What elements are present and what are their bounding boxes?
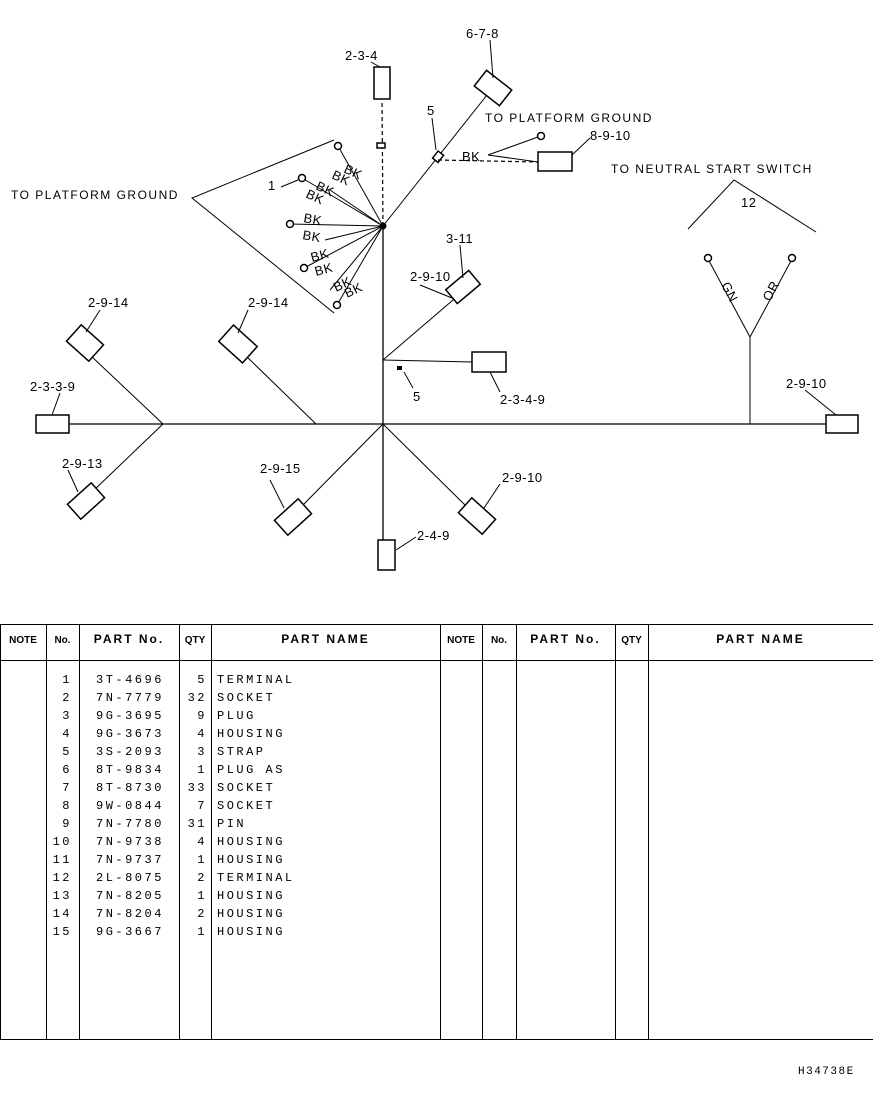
wire-label-bk: BK bbox=[301, 227, 322, 245]
callout-5-mid: 5 bbox=[413, 389, 421, 404]
header-no: No. bbox=[54, 635, 71, 646]
header-qty-2: QTY bbox=[621, 635, 642, 646]
callout-2-9-10-mid: 2-9-10 bbox=[410, 269, 451, 284]
wire-label-or: OR bbox=[759, 278, 782, 303]
platform-ground-left-bracket bbox=[191, 139, 335, 314]
note-platform-ground-left: TO PLATFORM GROUND bbox=[11, 188, 179, 202]
connector-2-9-15 bbox=[273, 497, 313, 537]
callout-2-9-13: 2-9-13 bbox=[62, 456, 103, 471]
connector-2-3-4-9 bbox=[471, 351, 507, 373]
callout-5-top: 5 bbox=[427, 103, 435, 118]
connector-2-3-3-9 bbox=[35, 414, 70, 434]
callout-12: 12 bbox=[741, 195, 756, 210]
connector-3-11 bbox=[444, 269, 482, 305]
neutral-terminal-left bbox=[703, 253, 713, 263]
header-note: NOTE bbox=[9, 635, 37, 646]
ground-terminal-bundle bbox=[285, 141, 387, 310]
connector-2-9-10-bottom bbox=[457, 496, 497, 536]
branch-2-9-14-left-wire bbox=[89, 354, 164, 425]
wire-gn bbox=[707, 258, 751, 338]
neutral-terminal-right bbox=[787, 253, 797, 263]
branch-3-11-wire bbox=[382, 293, 461, 361]
callout-6-7-8: 6-7-8 bbox=[466, 26, 499, 41]
wire-or bbox=[749, 258, 793, 338]
drawing-number: H34738E bbox=[798, 1066, 855, 1078]
strap-mark-upper bbox=[431, 149, 445, 164]
wiring-harness-diagram: 2-3-4 6-7-8 5 8-9-10 1 3-11 2-9-10 2-9-1… bbox=[11, 26, 859, 571]
wire-label-bk: BK bbox=[462, 149, 480, 164]
callout-8-9-10: 8-9-10 bbox=[590, 128, 631, 143]
connector-2-4-9 bbox=[377, 539, 396, 571]
header-part-name: PART NAME bbox=[281, 632, 370, 646]
connector-8-9-10 bbox=[537, 151, 573, 172]
callout-2-3-4-9: 2-3-4-9 bbox=[500, 392, 545, 407]
table-bottom-rule bbox=[0, 1039, 873, 1040]
callout-2-3-4-top: 2-3-4 bbox=[345, 48, 378, 63]
callout-2-9-15: 2-9-15 bbox=[260, 461, 301, 476]
connector-2-9-14-left bbox=[65, 323, 105, 363]
header-no-2: No. bbox=[490, 635, 508, 646]
callout-1: 1 bbox=[268, 178, 276, 193]
callout-2-3-3-9: 2-3-3-9 bbox=[30, 379, 75, 394]
wire-label-bk: BK bbox=[330, 167, 353, 188]
note-platform-ground-right: TO PLATFORM GROUND bbox=[485, 111, 653, 125]
callout-2-9-14-left: 2-9-14 bbox=[88, 295, 129, 310]
callout-2-9-10-right: 2-9-10 bbox=[786, 376, 827, 391]
wire-label-gn: GN bbox=[718, 279, 741, 304]
wire-label-bk: BK bbox=[342, 279, 365, 300]
wire-label-bk: BK bbox=[302, 210, 323, 228]
callout-2-4-9: 2-4-9 bbox=[417, 528, 450, 543]
branch-2-3-4-wire bbox=[381, 99, 384, 227]
header-qty: QTY bbox=[184, 635, 206, 646]
wire-color-labels: BK BK BK BK BK BK BK BK BK BK BK GN OR bbox=[301, 149, 782, 305]
header-part-no-2: PART No. bbox=[530, 632, 601, 646]
connector-6-7-8 bbox=[473, 69, 513, 107]
strap-mark-mid bbox=[397, 366, 402, 370]
wire-label-bk: BK bbox=[342, 161, 365, 182]
connector-2-3-4-top bbox=[373, 66, 391, 100]
parts-list-table: NOTE No. PART No. QTY PART NAME NOTE No.… bbox=[0, 624, 873, 1040]
branch-2-9-15-wire bbox=[299, 423, 384, 509]
wire-label-bk: BK bbox=[309, 246, 331, 265]
branch-2-3-4-9-wire bbox=[382, 359, 473, 363]
header-note-2: NOTE bbox=[447, 635, 475, 646]
ground-terminal-right bbox=[536, 131, 546, 141]
connector-2-9-10-right bbox=[825, 414, 859, 434]
wire-label-bk: BK bbox=[331, 273, 354, 294]
callout-3-11: 3-11 bbox=[446, 231, 473, 246]
wire-label-bk: BK bbox=[313, 260, 335, 279]
wire-label-bk: BK bbox=[314, 178, 337, 199]
neutral-switch-bracket bbox=[687, 179, 817, 233]
branch-2-9-10-bottom-wire bbox=[382, 423, 469, 509]
header-part-name-2: PART NAME bbox=[716, 632, 805, 646]
table-header-rule bbox=[0, 660, 873, 661]
note-neutral-start-switch: TO NEUTRAL START SWITCH bbox=[611, 162, 813, 176]
leader-lines bbox=[51, 39, 837, 551]
platform-ground-right-bracket bbox=[487, 136, 539, 163]
connector-2-9-13 bbox=[66, 481, 106, 521]
connector-2-9-14-mid bbox=[217, 324, 259, 364]
table-top-rule bbox=[0, 624, 873, 625]
header-part-no: PART No. bbox=[93, 632, 165, 646]
wire-label-bk: BK bbox=[304, 186, 327, 207]
branch-2-9-14-mid-wire bbox=[244, 354, 317, 425]
strap-mark-top bbox=[376, 142, 386, 149]
branch-8-9-10-wire bbox=[437, 159, 539, 163]
callout-2-9-10-bottom: 2-9-10 bbox=[502, 470, 543, 485]
callout-2-9-14-mid: 2-9-14 bbox=[248, 295, 289, 310]
branch-2-9-13-wire bbox=[91, 423, 164, 493]
